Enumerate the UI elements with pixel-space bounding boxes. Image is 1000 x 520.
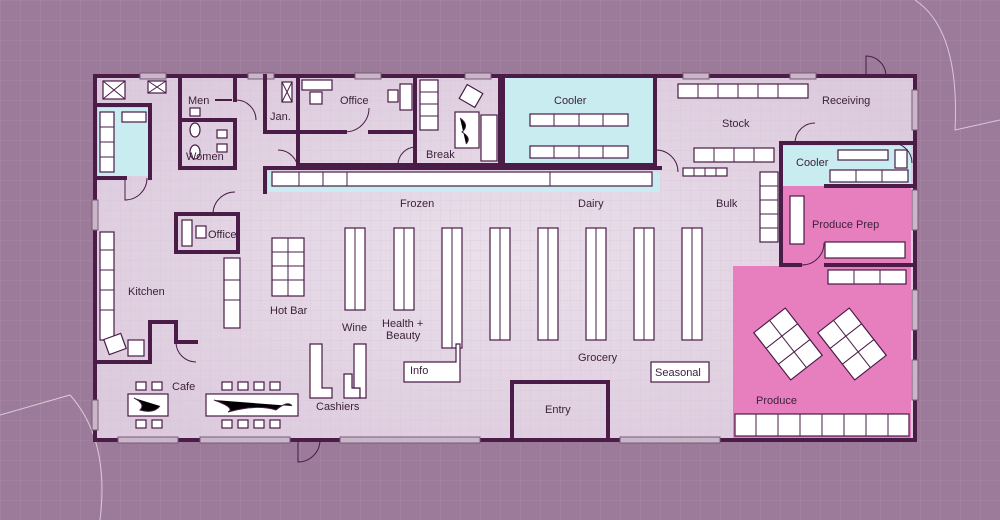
seasonal-display [650, 361, 710, 383]
right-cooler-shelves [829, 149, 909, 183]
label-frozen: Frozen [400, 198, 434, 210]
label-jan: Jan. [270, 111, 291, 123]
label-health-line1: Health + [382, 318, 423, 330]
label-info: Info [410, 365, 428, 377]
cashier-lanes [309, 343, 367, 399]
label-dairy: Dairy [578, 198, 604, 210]
label-women: Women [186, 151, 224, 163]
label-stock: Stock [722, 118, 750, 130]
produce-display-tables [734, 269, 910, 437]
office-top-furniture [301, 79, 413, 111]
label-seasonal: Seasonal [655, 367, 701, 379]
frozen-dairy-cases [271, 171, 653, 187]
label-cashiers: Cashiers [316, 401, 360, 413]
produce-prep-tables [789, 195, 906, 259]
interior-walls [93, 74, 917, 442]
cafe-seating [127, 381, 299, 429]
stock-shelving [677, 83, 809, 163]
label-entry: Entry [545, 404, 571, 416]
label-health-line2: Beauty [386, 330, 421, 342]
room-labels: Men Women Jan. Office Break Cooler Recei… [128, 95, 879, 416]
top-cooler-shelves [529, 113, 629, 159]
label-produce-prep: Produce Prep [812, 219, 879, 231]
grocery-aisles [344, 227, 703, 349]
label-receiving: Receiving [822, 95, 870, 107]
restroom-fixtures [102, 80, 293, 160]
office-mid-furniture [181, 219, 207, 247]
left-cooler-shelves [99, 111, 147, 173]
label-hot-bar: Hot Bar [270, 305, 308, 317]
label-grocery: Grocery [578, 352, 618, 364]
site-boundary-line [0, 394, 103, 520]
break-room-furniture [419, 79, 498, 162]
kitchen-equipment [99, 231, 241, 357]
label-cafe: Cafe [172, 381, 195, 393]
label-kitchen: Kitchen [128, 286, 165, 298]
label-break: Break [426, 149, 455, 161]
doors [124, 55, 913, 463]
bulk-bins [682, 167, 779, 243]
label-men: Men [188, 95, 209, 107]
label-office-top: Office [340, 95, 369, 107]
label-produce: Produce [756, 395, 797, 407]
info-counter [403, 343, 461, 383]
label-bulk: Bulk [716, 198, 738, 210]
hot-bar [271, 237, 305, 297]
label-cooler-right: Cooler [796, 157, 829, 169]
label-wine: Wine [342, 322, 367, 334]
label-office-mid: Office [208, 229, 237, 241]
label-cooler-top: Cooler [554, 95, 587, 107]
site-boundary-line [914, 0, 1000, 131]
exterior-windows [91, 72, 919, 444]
